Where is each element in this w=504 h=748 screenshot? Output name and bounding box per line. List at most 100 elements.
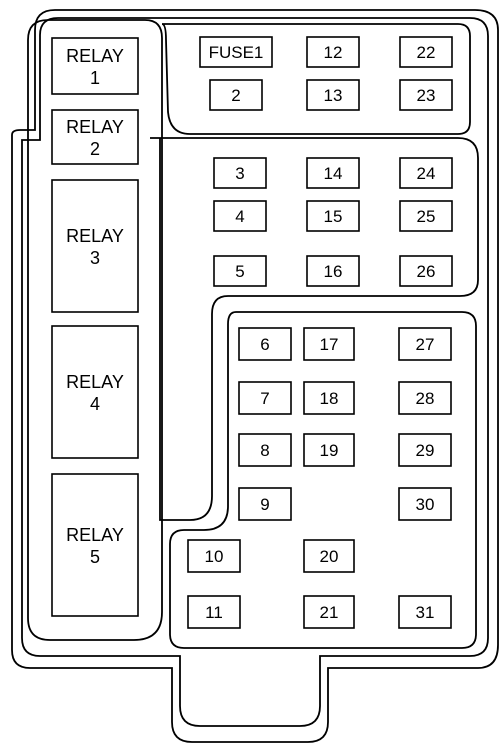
fuse-30-box	[398, 487, 452, 521]
fuse-29-label: 29	[416, 441, 435, 460]
fuse-27-box	[398, 327, 452, 361]
fuse-6-box	[238, 327, 292, 361]
fuse-4-box	[213, 200, 267, 232]
fuse-1-box	[199, 36, 273, 68]
fuse-7-label: 7	[260, 389, 269, 408]
fuse-17-label: 17	[320, 335, 339, 354]
fuse-1: FUSE1	[199, 36, 273, 68]
fuse-10: 10	[187, 539, 241, 573]
fuse-31-label: 31	[416, 603, 435, 622]
fuse-27: 27	[398, 327, 452, 361]
fuse-22-label: 22	[417, 43, 436, 62]
fuse-11-label: 11	[205, 603, 223, 622]
fuse-26-box	[399, 255, 453, 287]
relay-1-box	[51, 37, 139, 95]
fuse-21: 21	[303, 595, 355, 629]
top-fuse-panel	[161, 23, 471, 135]
relay-2-label-line-2: 2	[90, 139, 100, 159]
fuse-13-label: 13	[324, 86, 343, 105]
fuse-2-label: 2	[231, 86, 240, 105]
fuse-16-box	[306, 255, 360, 287]
relay-3-label-line-1: RELAY	[66, 226, 124, 246]
fuse-6-label: 6	[260, 335, 269, 354]
fuse-13: 13	[306, 79, 360, 111]
fuse-5-box	[213, 255, 267, 287]
fuse-18-label: 18	[320, 389, 339, 408]
fuse-23-box	[399, 79, 453, 111]
fuse-28-box	[398, 381, 452, 415]
fuse-3: 3	[213, 157, 267, 189]
fuse-23-label: 23	[417, 86, 436, 105]
fuse-27-label: 27	[416, 335, 435, 354]
fuse-11: 11	[187, 595, 241, 629]
fuse-8-label: 8	[260, 441, 269, 460]
fuse-9: 9	[238, 487, 292, 521]
relay-5-label-line-1: RELAY	[66, 525, 124, 545]
fuse-22: 22	[399, 36, 453, 68]
relay-enclosure	[27, 19, 163, 641]
fuse-17-box	[303, 327, 355, 361]
fuse-8-box	[238, 433, 292, 467]
relay-3-box	[51, 179, 139, 313]
fuse-22-box	[399, 36, 453, 68]
fuse-9-label: 9	[260, 495, 269, 514]
fuse-20-box	[303, 539, 355, 573]
fuse-31: 31	[398, 595, 452, 629]
outer-shell	[11, 9, 499, 743]
fuse-layer: FUSE123456789101112131415161718192021222…	[187, 36, 453, 629]
fuse-20: 20	[303, 539, 355, 573]
fuse-16: 16	[306, 255, 360, 287]
fuse-19-box	[303, 433, 355, 467]
fuse-5-label: 5	[235, 262, 244, 281]
fuse-30: 30	[398, 487, 452, 521]
fuse-19-label: 19	[320, 441, 339, 460]
fuse-19: 19	[303, 433, 355, 467]
fuse-28-label: 28	[416, 389, 435, 408]
fuse-2-box	[209, 79, 263, 111]
fuse-25-box	[399, 200, 453, 232]
fuse-box-housing	[11, 9, 499, 743]
fuse-25-label: 25	[417, 207, 436, 226]
fuse-20-label: 20	[320, 547, 339, 566]
fuse-16-label: 16	[324, 262, 343, 281]
fuse-13-box	[306, 79, 360, 111]
relay-3-label-line-2: 3	[90, 248, 100, 268]
lower-fuse-panel	[169, 311, 477, 649]
relay-4-label-line-1: RELAY	[66, 372, 124, 392]
fuse-10-box	[187, 539, 241, 573]
fuse-26: 26	[399, 255, 453, 287]
inner-shell	[21, 17, 489, 727]
fuse-29-box	[398, 433, 452, 467]
relay-4-box	[51, 325, 139, 459]
fuse-5: 5	[213, 255, 267, 287]
fuse-18: 18	[303, 381, 355, 415]
fuse-10-label: 10	[205, 547, 224, 566]
fuse-18-box	[303, 381, 355, 415]
middle-fuse-panel	[150, 137, 479, 521]
fuse-6: 6	[238, 327, 292, 361]
fuse-7-box	[238, 381, 292, 415]
fuse-2: 2	[209, 79, 263, 111]
relay-2-label-line-1: RELAY	[66, 117, 124, 137]
fuse-15: 15	[306, 200, 360, 232]
fuse-4: 4	[213, 200, 267, 232]
fuse-21-box	[303, 595, 355, 629]
relay-2-box	[51, 109, 139, 165]
fuse-11-box	[187, 595, 241, 629]
fuse-24-box	[399, 157, 453, 189]
fuse-14: 14	[306, 157, 360, 189]
fuse-1-label: FUSE1	[209, 43, 264, 62]
fuse-31-box	[398, 595, 452, 629]
fuse-30-label: 30	[416, 495, 435, 514]
fuse-23: 23	[399, 79, 453, 111]
fuse-15-box	[306, 200, 360, 232]
fuse-12: 12	[306, 36, 360, 68]
fuse-15-label: 15	[324, 207, 343, 226]
